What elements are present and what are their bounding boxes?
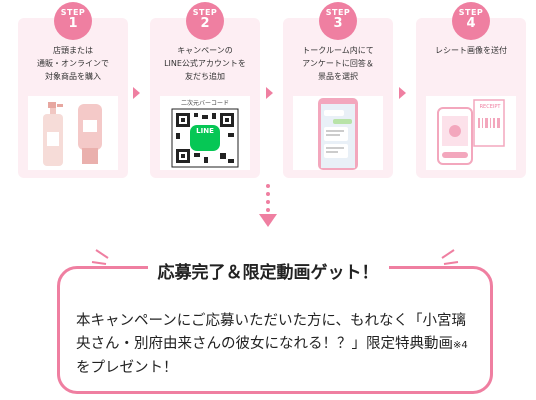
step-3-text: トークルーム内にて アンケートに回答＆ 景品を選択: [302, 46, 374, 81]
step-2-label: STEP: [192, 8, 218, 17]
step-1-badge: STEP 1: [54, 2, 92, 40]
step-1-card: STEP 1 店頭または 通販・オンラインで 対象商品を購入: [18, 2, 128, 178]
receipt-phone-image: RECEIPT: [426, 96, 516, 170]
qr-caption: 二次元バーコード: [180, 100, 229, 107]
step-arrow-1: [133, 87, 140, 99]
step-3-number: 3: [333, 16, 343, 31]
step-1-number: 1: [68, 16, 78, 31]
receipt-icon: [437, 99, 505, 165]
product-image: [28, 96, 118, 170]
step-2-text: キャンペーンの LINE公式アカウントを 友だち追加: [164, 46, 246, 81]
dotted-connector: [264, 184, 272, 216]
step-2-number: 2: [200, 16, 210, 31]
result-body-note: ※4: [453, 340, 468, 351]
result-title: 応募完了＆限定動画ゲット！: [147, 263, 389, 283]
phone-chat-image: [293, 96, 383, 170]
step-4-badge: STEP 4: [452, 2, 490, 40]
step-4-text: レシート画像を送付: [435, 46, 507, 55]
step-arrow-3: [399, 87, 406, 99]
result-title-wrap: 応募完了＆限定動画ゲット！: [0, 258, 536, 283]
qr-code-area: 二次元バーコード LINE: [160, 96, 250, 170]
step-4-number: 4: [466, 16, 476, 31]
step-3-label: STEP: [325, 8, 351, 17]
receipt-label: RECEIPT: [479, 104, 501, 110]
step-3-card: STEP 3 トークルーム内にて アンケートに回答＆ 景品を選択: [283, 2, 393, 178]
result-body-main: 本キャンペーンにご応募いただいた方に、もれなく「小宮璃央さん・別府由来さんの彼女…: [76, 313, 467, 352]
down-arrow-icon: [259, 214, 277, 227]
line-logo: LINE: [196, 127, 214, 135]
qr-code-icon: [171, 108, 239, 168]
step-2-badge: STEP 2: [186, 2, 224, 40]
step-3-badge: STEP 3: [319, 2, 357, 40]
result-body-end: をプレゼント！: [76, 360, 178, 376]
step-2-card: STEP 2 キャンペーンの LINE公式アカウントを 友だち追加 二次元バーコ…: [150, 2, 260, 178]
step-1-label: STEP: [60, 8, 86, 17]
step-4-label: STEP: [458, 8, 484, 17]
result-body: 本キャンペーンにご応募いただいた方に、もれなく「小宮璃央さん・別府由来さんの彼女…: [76, 310, 476, 380]
step-4-card: STEP 4 レシート画像を送付 RECEIPT: [416, 2, 526, 178]
phone-icon: [318, 98, 358, 170]
step-arrow-2: [266, 87, 273, 99]
step-1-text: 店頭または 通販・オンラインで 対象商品を購入: [37, 46, 109, 81]
